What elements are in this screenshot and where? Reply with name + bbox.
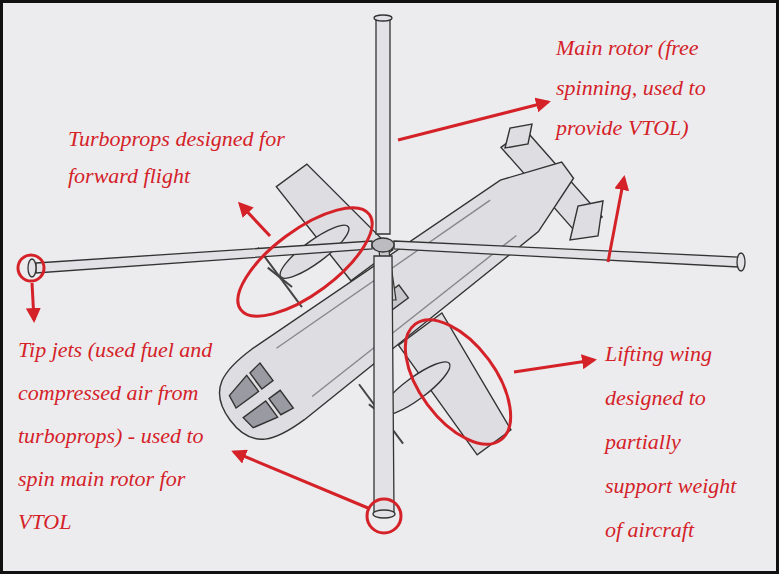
callout-label: Turboprops designed for forward flight [68, 120, 318, 194]
cockpit-window [249, 363, 273, 389]
rotor-blade [374, 256, 394, 512]
cockpit-window [224, 375, 258, 408]
rotor-hub [372, 238, 394, 252]
highlight-circle [367, 499, 401, 533]
tip-jet [374, 15, 392, 21]
highlight-ellipse [222, 189, 389, 336]
leader-arrow [32, 283, 34, 320]
rotor-blade [376, 20, 390, 234]
leader-arrow [398, 102, 548, 140]
leader-arrow [234, 452, 368, 508]
leader-arrow [514, 360, 594, 372]
rotor-blade [36, 241, 372, 273]
leader-arrow [608, 178, 624, 262]
panel-line [307, 235, 521, 396]
tip-jet [28, 259, 36, 277]
tail-fin [505, 124, 532, 148]
tip-jet [737, 253, 745, 271]
fuselage [204, 135, 594, 456]
highlight-ellipse [385, 302, 532, 463]
callout-label: Lifting wing designed to partially suppo… [605, 332, 750, 552]
propeller [268, 263, 292, 292]
rotor-blade [394, 241, 738, 267]
cockpit-window [243, 401, 277, 434]
callout-label: Main rotor (free spinning, used to provi… [556, 28, 748, 148]
tail-fin [570, 201, 603, 240]
leader-arrow [240, 204, 270, 236]
highlight-circle [18, 255, 44, 281]
callout-label: Tip jets (used fuel and compressed air f… [18, 328, 218, 543]
tip-jet [373, 510, 395, 518]
cockpit-window [269, 390, 293, 416]
